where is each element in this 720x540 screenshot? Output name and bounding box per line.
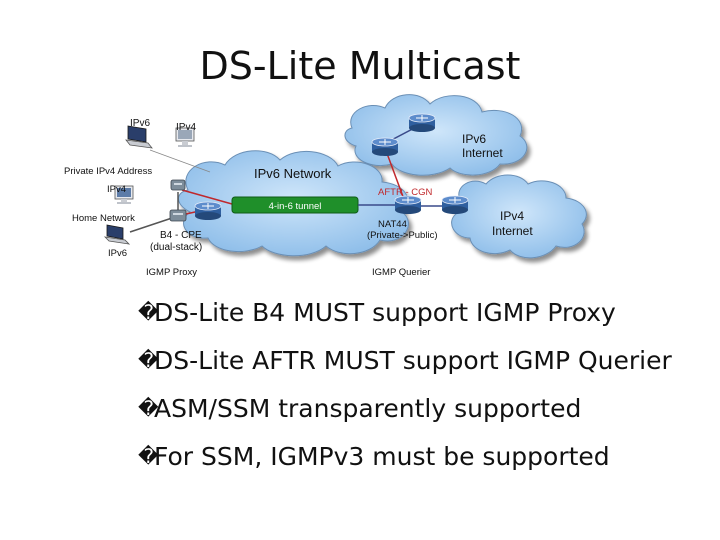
- router-icon: [441, 195, 469, 214]
- bullet-text: For SSM, IGMPv3 must be supported: [154, 442, 610, 471]
- network-diagram: 4-in-6 tunnel: [64, 94, 587, 278]
- label-aftr-cgn: AFTR - CGN: [378, 187, 432, 198]
- bullet-text: DS-Lite B4 MUST support IGMP Proxy: [154, 298, 616, 327]
- router-icon: [394, 195, 422, 214]
- label-nat44: NAT44: [378, 219, 407, 230]
- ipv6-internet-cloud: [344, 94, 528, 176]
- label-dual-stack: (dual-stack): [150, 242, 202, 253]
- label-ipv6-network: IPv6 Network: [254, 166, 332, 181]
- link-aftr-ipv6-internet: [384, 147, 406, 203]
- bullet-icon: �: [138, 396, 159, 420]
- bullet-icon: �: [138, 348, 159, 372]
- label-ipv6-internet-line1: IPv6: [462, 132, 486, 146]
- bullet-item: �For SSM, IGMPv3 must be supported: [138, 434, 672, 482]
- label-private-ipv4: Private IPv4 Address: [64, 166, 152, 177]
- label-ipv6-device: IPv6: [130, 118, 150, 129]
- laptop-icon: [125, 125, 153, 149]
- link-cpe-ipv6-host: [129, 217, 173, 233]
- bullet-item: �DS-Lite B4 MUST support IGMP Proxy: [138, 290, 672, 338]
- bullet-icon: �: [138, 444, 159, 468]
- router-icon: [408, 113, 436, 132]
- label-ipv4-internet-line1: IPv4: [500, 209, 524, 223]
- link-laptop-ipv6-network: [149, 149, 211, 173]
- label-b4-cpe: B4 - CPE: [160, 230, 202, 241]
- router-icon: [194, 201, 222, 220]
- tunnel: 4-in-6 tunnel: [231, 196, 359, 214]
- bullet-text: ASM/SSM transparently supported: [154, 394, 582, 423]
- label-home-network: Home Network: [72, 213, 135, 224]
- desktop-icon: [114, 185, 134, 204]
- bullet-text: DS-Lite AFTR MUST support IGMP Querier: [154, 346, 672, 375]
- ipv4-internet-cloud: [451, 174, 587, 259]
- cpe-icon: [169, 209, 187, 222]
- label-private-public: (Private->Public): [367, 230, 437, 241]
- tunnel-label: 4-in-6 tunnel: [269, 201, 322, 212]
- label-igmp-querier: IGMP Querier: [372, 267, 430, 278]
- bullet-list: �DS-Lite B4 MUST support IGMP Proxy �DS-…: [138, 290, 672, 482]
- bullet-icon: �: [138, 300, 159, 324]
- label-ipv4-host: IPv4: [107, 184, 126, 195]
- label-ipv4-device: IPv4: [176, 122, 196, 133]
- label-igmp-proxy: IGMP Proxy: [146, 267, 197, 278]
- bullet-item: �DS-Lite AFTR MUST support IGMP Querier: [138, 338, 672, 386]
- label-ipv6-host: IPv6: [108, 248, 127, 259]
- link-cpe-ipv6-network: [181, 189, 233, 205]
- label-ipv4-internet-line2: Internet: [492, 224, 533, 238]
- label-ipv6-internet-line2: Internet: [462, 146, 503, 160]
- laptop-icon: [103, 224, 131, 245]
- slide-title: DS-Lite Multicast: [199, 44, 521, 88]
- switch-icon: [170, 179, 186, 191]
- bullet-item: �ASM/SSM transparently supported: [138, 386, 672, 434]
- desktop-icon: [175, 127, 195, 147]
- router-icon: [371, 137, 399, 156]
